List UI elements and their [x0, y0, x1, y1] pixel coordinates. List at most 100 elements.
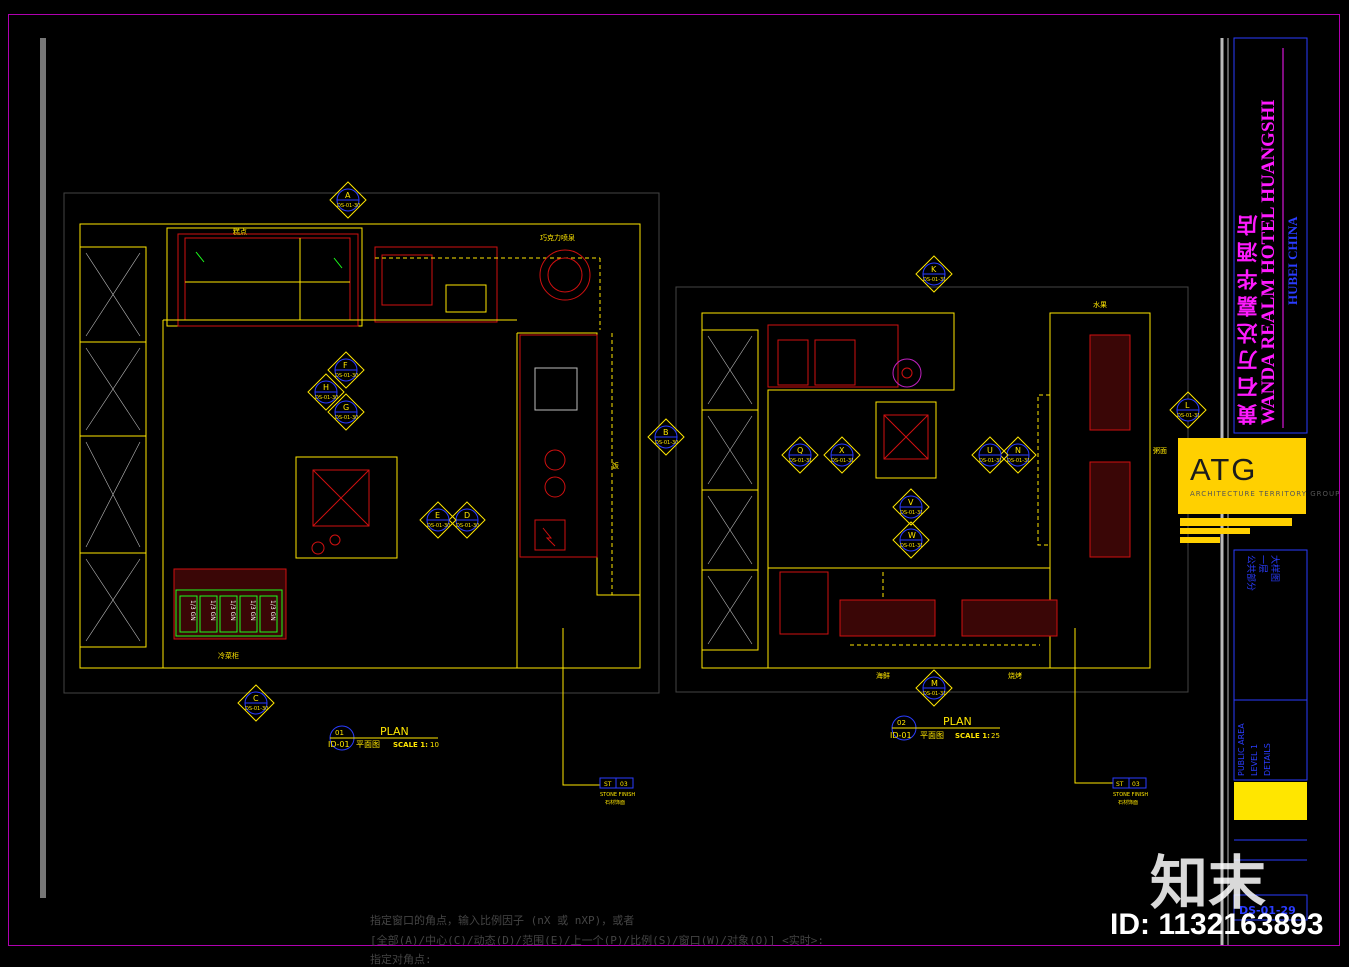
- plan1-outline: [79, 223, 641, 669]
- command-line-3[interactable]: 指定对角点:: [370, 953, 432, 966]
- section-marker-e: E DS-01-30: [419, 501, 457, 539]
- svg-text:DS-01-31: DS-01-31: [789, 458, 812, 464]
- svg-text:C: C: [253, 694, 259, 703]
- plan1-title-text: PLAN: [380, 725, 409, 738]
- section-markers: ADS-01-30BDS-01-30CDS-01-30DDS-01-30EDS-…: [237, 181, 1207, 722]
- svg-text:B: B: [663, 428, 669, 437]
- plan1-stone-tag: ST 03 STONE FINISH 石材饰面: [562, 628, 635, 806]
- label-fruit: 水果: [1093, 300, 1107, 309]
- plan1-right-counter: [516, 332, 640, 668]
- plan1-shelving: [79, 246, 147, 648]
- plan2-left-outline: [701, 312, 955, 669]
- svg-text:L: L: [1185, 401, 1190, 410]
- command-line-1: 指定窗口的角点，输入比例因子 (nX 或 nXP)，或者: [370, 914, 635, 927]
- section-marker-b: BDS-01-30: [647, 418, 685, 456]
- gn-pan: [239, 595, 258, 633]
- section-marker-v: V DS-01-31: [892, 488, 930, 526]
- svg-text:03: 03: [620, 781, 628, 788]
- plan1-dessert-counter: [166, 227, 363, 327]
- command-line-2[interactable]: [全部(A)/中心(C)/动态(D)/范围(E)/上一个(P)/比例(S)/窗口…: [370, 934, 825, 947]
- watermark-brand: 知末: [1150, 849, 1267, 917]
- section-marker-w: WDS-01-31: [892, 521, 930, 559]
- svg-text:STONE FINISH: STONE FINISH: [600, 792, 635, 798]
- area-en-3: DETAILS: [1263, 743, 1272, 776]
- svg-text:E: E: [435, 511, 440, 520]
- svg-text:D: D: [464, 511, 470, 520]
- area-cn-3: 大样图: [1269, 555, 1281, 582]
- svg-text:X: X: [839, 446, 845, 455]
- plan1-cold-buffet: [173, 568, 287, 640]
- svg-text:A: A: [345, 191, 351, 200]
- atg-logo-box: [1178, 438, 1306, 514]
- section-marker-c: C DS-01-30: [237, 684, 275, 722]
- section-marker-u: UDS-01-31: [971, 436, 1009, 474]
- area-en-2: LEVEL 1: [1250, 744, 1259, 776]
- plan2-shelving: [701, 329, 759, 651]
- svg-text:DS-01-31: DS-01-31: [900, 510, 923, 516]
- plan1-num: 01: [335, 729, 344, 737]
- label-rice: 饭: [612, 461, 619, 470]
- gn-pan: [219, 595, 238, 633]
- svg-text:V: V: [908, 498, 914, 507]
- atg-logo: ATG: [1190, 452, 1258, 487]
- svg-text:PLAN: PLAN: [943, 715, 972, 728]
- section-marker-d: D DS-01-30: [448, 501, 486, 539]
- svg-text:SCALE 1:: SCALE 1:: [955, 732, 990, 740]
- area-en-1: PUBLIC AREA: [1237, 723, 1246, 776]
- svg-text:DS-01-30: DS-01-30: [456, 523, 479, 529]
- section-marker-h: HDS-01-30: [307, 373, 345, 411]
- plan2-top-counter: [767, 324, 922, 388]
- plan2-title: 02 ID-01 PLAN 平面图 SCALE 1: 25: [890, 715, 1000, 741]
- plan1-cn-title: 平面图: [356, 740, 380, 749]
- svg-text:ID-01: ID-01: [890, 731, 912, 740]
- svg-text:DS-01-30: DS-01-30: [427, 523, 450, 529]
- svg-text:ST: ST: [604, 781, 612, 788]
- svg-text:DS-01-30: DS-01-30: [245, 706, 268, 712]
- sheet-number: DS-01-29: [1239, 904, 1296, 917]
- svg-text:平面图: 平面图: [920, 731, 944, 740]
- gn-pan-label: 1/3 GN: [269, 600, 276, 621]
- section-marker-f: FDS-01-30: [327, 351, 365, 389]
- svg-text:DS-01-30: DS-01-30: [335, 373, 358, 379]
- drawing-frame: [8, 14, 1340, 946]
- gn-pan: [259, 595, 278, 633]
- section-marker-k: K DS-01-31: [915, 255, 953, 293]
- area-cn-1: 公共部分: [1245, 555, 1257, 591]
- plan1-kitchen-units: [374, 246, 601, 330]
- section-marker-m: M DS-01-31: [915, 669, 953, 707]
- label-chocolate: 巧克力喷泉: [540, 233, 575, 242]
- gn-pan-label: 1/3 GN: [229, 600, 236, 621]
- label-right: 粥面: [1153, 446, 1167, 455]
- svg-text:DS-01-31: DS-01-31: [923, 277, 946, 283]
- svg-text:W: W: [908, 531, 916, 540]
- svg-text:DS-01-30: DS-01-30: [315, 395, 338, 401]
- left-scrollbar[interactable]: [40, 38, 46, 898]
- label-b1: 海鲜: [876, 671, 890, 680]
- section-marker-q: QDS-01-31: [781, 436, 819, 474]
- label-b2: 烧烤: [1008, 671, 1022, 680]
- svg-text:DS-01-30: DS-01-30: [337, 203, 360, 209]
- svg-text:DS-01-31: DS-01-31: [1007, 458, 1030, 464]
- svg-text:DS-01-31: DS-01-31: [979, 458, 1002, 464]
- svg-text:02: 02: [897, 719, 906, 727]
- svg-text:STONE FINISH: STONE FINISH: [1113, 792, 1148, 798]
- svg-text:DS-01-30: DS-01-30: [335, 415, 358, 421]
- svg-text:石材饰面: 石材饰面: [1118, 799, 1138, 806]
- section-marker-l: L DS-01-31: [1169, 391, 1207, 429]
- plan1-scale-value: 10: [430, 741, 439, 749]
- plan2-bottom-counter: [768, 567, 1058, 669]
- project-title-en: WANDA REALM HOTEL HUANGSHI: [1258, 99, 1279, 425]
- label-buffet: 冷菜柜: [218, 651, 239, 660]
- svg-text:M: M: [931, 679, 938, 688]
- section-marker-x: X DS-01-31: [823, 436, 861, 474]
- svg-text:DS-01-31: DS-01-31: [831, 458, 854, 464]
- label-dessert: 糕点: [233, 227, 247, 236]
- gn-pan: [179, 595, 198, 633]
- gn-pan-label: 1/3 GN: [189, 600, 196, 621]
- svg-text:DS-01-31: DS-01-31: [923, 691, 946, 697]
- svg-text:DS-01-31: DS-01-31: [1177, 413, 1200, 419]
- gn-pan: [199, 595, 218, 633]
- svg-text:K: K: [931, 265, 937, 274]
